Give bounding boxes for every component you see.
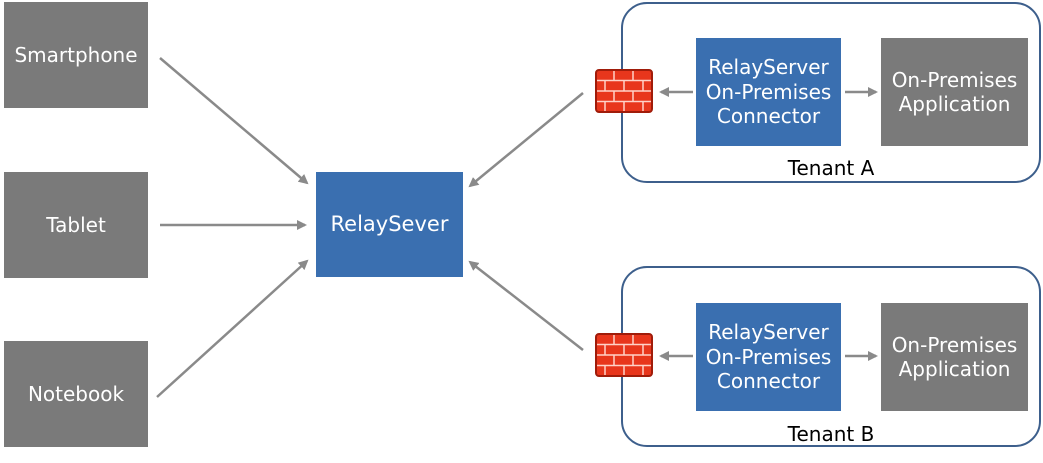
relay-server-label: RelaySever bbox=[330, 211, 449, 236]
firewall-icon bbox=[595, 69, 653, 113]
relay-server-box: RelaySever bbox=[316, 172, 463, 277]
tenant-b-application-label: On-Premises Application bbox=[891, 332, 1018, 381]
arrow-firewall-a-to-relay bbox=[468, 92, 584, 188]
arrow-notebook-to-relay bbox=[156, 259, 309, 398]
arrow-firewall-b-to-relay bbox=[468, 260, 584, 351]
notebook-box: Notebook bbox=[4, 341, 148, 447]
tenant-a-connector-box: RelayServer On-Premises Connector bbox=[696, 38, 841, 146]
tenant-b-label: Tenant B bbox=[787, 422, 875, 446]
firewall-icon bbox=[595, 333, 653, 377]
tenant-a-application-box: On-Premises Application bbox=[881, 38, 1028, 146]
tablet-label: Tablet bbox=[46, 212, 106, 237]
smartphone-label: Smartphone bbox=[14, 42, 138, 67]
tenant-b-application-box: On-Premises Application bbox=[881, 303, 1028, 411]
tenant-a-connector-label: RelayServer On-Premises Connector bbox=[705, 55, 832, 129]
arrow-smartphone-to-relay bbox=[159, 57, 309, 185]
tenant-a-label: Tenant A bbox=[787, 156, 875, 180]
tablet-box: Tablet bbox=[4, 172, 148, 278]
smartphone-box: Smartphone bbox=[4, 2, 148, 108]
notebook-label: Notebook bbox=[27, 381, 125, 406]
tenant-b-connector-box: RelayServer On-Premises Connector bbox=[696, 303, 841, 411]
tenant-b-connector-label: RelayServer On-Premises Connector bbox=[705, 320, 832, 394]
tenant-a-application-label: On-Premises Application bbox=[891, 67, 1018, 116]
